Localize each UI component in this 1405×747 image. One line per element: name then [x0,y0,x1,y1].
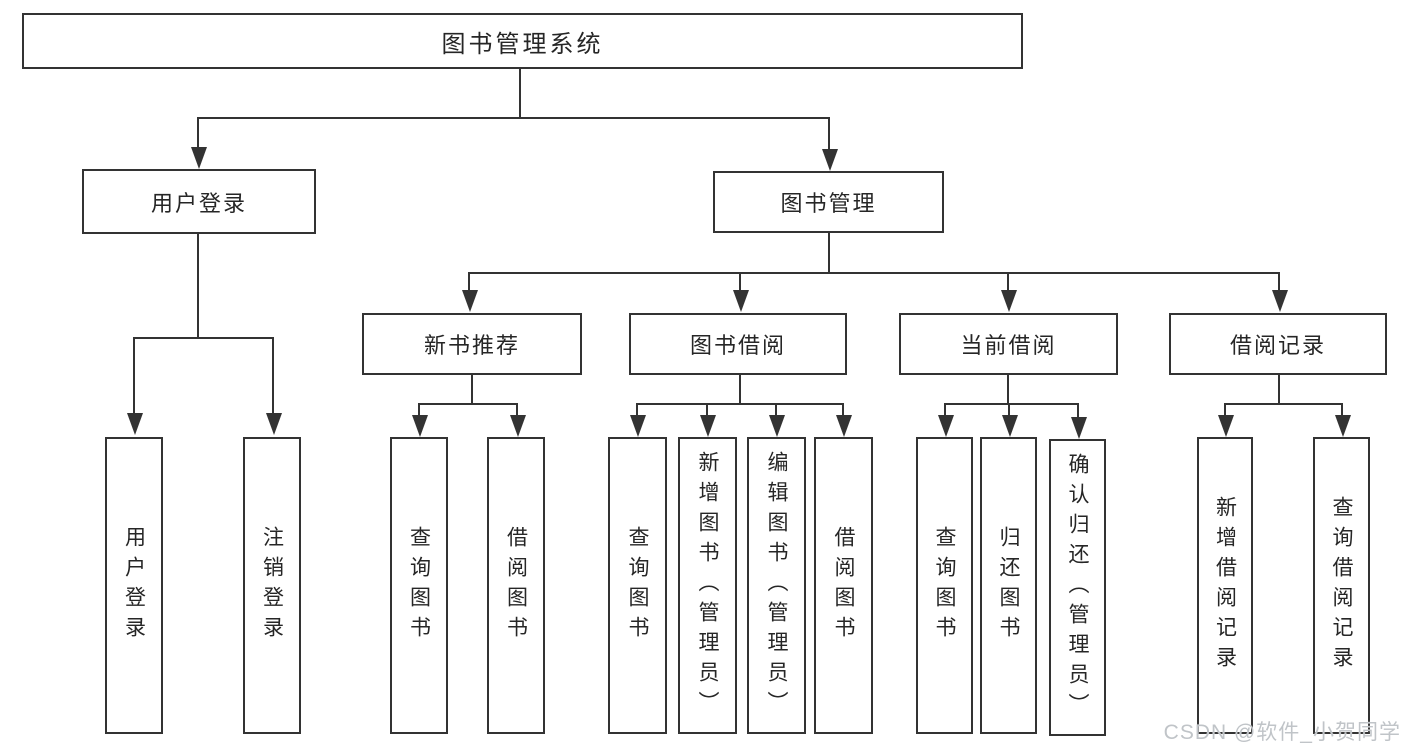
connector-line [1224,403,1226,415]
arrow-down-icon [769,415,785,437]
arrow-down-icon [191,147,207,169]
connector-line [516,403,518,415]
leaf-user-login-label: 用户登录 [122,525,146,646]
leaf-return-books-label: 归还图书 [997,525,1020,646]
arrow-down-icon [127,413,143,435]
leaf-confirm-return-admin: 确认归还（管理员） [1049,439,1106,736]
arrow-down-icon [1001,290,1017,312]
connector-line [468,272,1280,274]
connector-line [1007,272,1009,290]
leaf-query-borrow-record: 查询借阅记录 [1313,437,1370,734]
leaf-borrowing-borrow-books-label: 借阅图书 [832,525,855,646]
arrow-down-icon [266,413,282,435]
connector-line [519,69,521,117]
connector-line [636,403,844,405]
node-new-book-recommend: 新书推荐 [362,313,582,375]
connector-line [1007,375,1009,404]
leaf-add-borrow-record-label: 新增借阅记录 [1213,495,1237,676]
leaf-newbook-borrow-books-label: 借阅图书 [504,525,528,646]
leaf-logout: 注销登录 [243,437,301,734]
node-book-borrowing: 图书借阅 [629,313,847,375]
connector-line [842,403,844,415]
arrow-down-icon [836,415,852,437]
leaf-current-query-books-label: 查询图书 [933,525,956,646]
leaf-newbook-borrow-books: 借阅图书 [487,437,545,734]
arrow-down-icon [1272,290,1288,312]
leaf-edit-books-admin-label: 编辑图书（管理员） [765,450,788,721]
connector-line [1008,403,1010,415]
leaf-add-books-admin: 新增图书（管理员） [678,437,737,734]
arrow-down-icon [700,415,716,437]
node-borrowing-records: 借阅记录 [1169,313,1387,375]
arrow-down-icon [1335,415,1351,437]
connector-line [775,403,777,415]
connector-line [944,403,946,415]
arrow-down-icon [1071,417,1087,439]
connector-line [739,272,741,290]
arrow-down-icon [733,290,749,312]
leaf-add-borrow-record: 新增借阅记录 [1197,437,1253,734]
arrow-down-icon [462,290,478,312]
leaf-query-borrow-record-label: 查询借阅记录 [1330,495,1353,676]
arrow-down-icon [510,415,526,437]
connector-line [197,117,199,147]
leaf-newbook-query-books: 查询图书 [390,437,448,734]
csdn-watermark: CSDN @软件_小贺同学 [1163,721,1401,744]
leaf-logout-label: 注销登录 [260,525,284,646]
node-book-management: 图书管理 [713,171,944,233]
connector-line [1224,403,1342,405]
connector-line [944,403,1079,405]
connector-line [272,337,274,413]
leaf-borrowing-borrow-books: 借阅图书 [814,437,873,734]
connector-line [739,375,741,404]
node-book-borrowing-label: 图书借阅 [689,333,786,358]
node-user-login-label: 用户登录 [150,190,247,216]
connector-line [1077,403,1079,417]
node-book-management-label: 图书管理 [780,191,877,216]
node-current-borrowing: 当前借阅 [899,313,1118,375]
arrow-down-icon [822,149,838,171]
leaf-current-query-books: 查询图书 [916,437,973,734]
connector-line [636,403,638,415]
node-root: 图书管理系统 [22,13,1023,69]
connector-line [418,403,518,405]
connector-line [706,403,708,415]
node-borrowing-records-label: 借阅记录 [1229,333,1326,358]
leaf-confirm-return-admin-label: 确认归还（管理员） [1066,452,1089,723]
leaf-newbook-query-books-label: 查询图书 [407,525,431,646]
connector-line [197,234,199,339]
connector-line [197,117,830,119]
arrow-down-icon [412,415,428,437]
leaf-borrowing-query-books: 查询图书 [608,437,667,734]
connector-line [471,375,473,404]
connector-line [1278,375,1280,404]
connector-line [828,233,830,274]
connector-line [1278,272,1280,290]
leaf-user-login: 用户登录 [105,437,163,734]
connector-line [828,117,830,149]
arrow-down-icon [1218,415,1234,437]
arrow-down-icon [938,415,954,437]
node-user-login: 用户登录 [82,169,316,234]
arrow-down-icon [1002,415,1018,437]
connector-line [468,272,470,290]
connector-line [133,337,135,413]
connector-line [133,337,274,339]
leaf-return-books: 归还图书 [980,437,1037,734]
node-current-borrowing-label: 当前借阅 [960,333,1057,358]
arrow-down-icon [630,415,646,437]
connector-line [1341,403,1343,415]
node-new-book-recommend-label: 新书推荐 [423,333,520,358]
leaf-edit-books-admin: 编辑图书（管理员） [747,437,806,734]
leaf-add-books-admin-label: 新增图书（管理员） [696,450,719,721]
leaf-borrowing-query-books-label: 查询图书 [626,525,649,646]
connector-line [418,403,420,415]
node-root-label: 图书管理系统 [441,30,604,58]
